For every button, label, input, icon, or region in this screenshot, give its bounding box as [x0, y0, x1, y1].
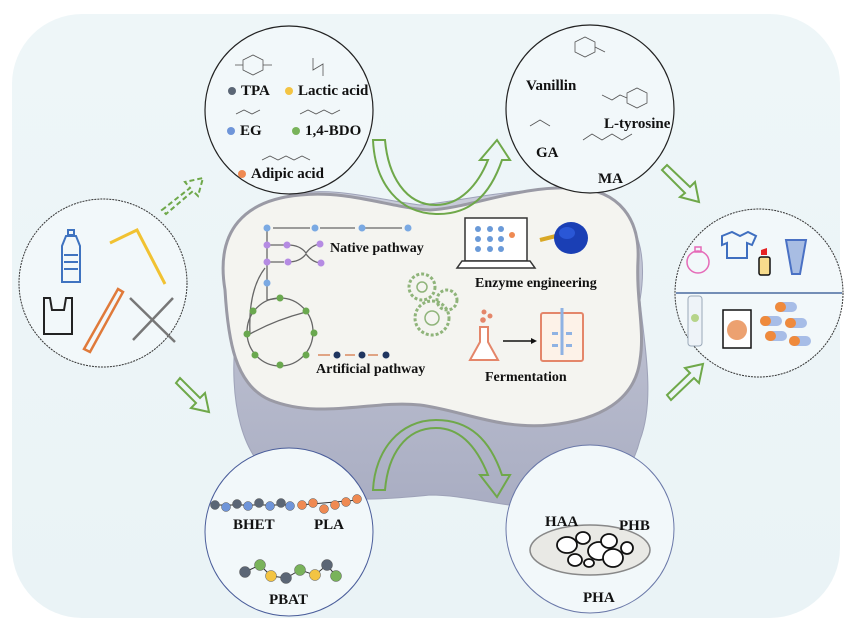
- pbat-bead: [265, 570, 277, 582]
- arrow-cell-to-pha: [371, 418, 512, 499]
- pha-granule-cell: [529, 524, 651, 576]
- cream-tube-icon: [784, 239, 808, 275]
- cell: [221, 186, 649, 509]
- fork-knife-icon: [129, 297, 176, 343]
- enzyme-structure-icon: [539, 222, 588, 254]
- polymers-circle: [204, 447, 374, 617]
- adipic-acid-structure: [261, 155, 311, 161]
- label-native-pathway: Native pathway: [330, 241, 424, 256]
- pbat-bead: [309, 569, 321, 581]
- bdo-dot: [292, 126, 300, 135]
- pathway-nodes: [243, 224, 412, 369]
- pla-bead: [319, 504, 329, 514]
- arrow-monomers-to-products: [371, 138, 512, 216]
- bhet-bead: [265, 501, 275, 511]
- eg-text: EG: [240, 123, 262, 139]
- arrow-pha-to-applications: [665, 362, 705, 402]
- cell-body: [221, 186, 643, 428]
- adipic-acid-text: Adipic acid: [251, 166, 324, 182]
- gears-icon: [407, 272, 459, 337]
- bdo-text: 1,4-BDO: [305, 123, 362, 139]
- tpa-text: TPA: [241, 83, 270, 99]
- eg-structure: [235, 109, 261, 115]
- laptop-icon: [455, 217, 537, 269]
- label-tpa: TPA: [228, 84, 270, 99]
- label-haa: HAA: [545, 514, 579, 530]
- products-circle: [505, 24, 675, 194]
- bhet-bead: [243, 501, 253, 511]
- bdo-structure: [299, 109, 341, 115]
- ma-structure: [582, 133, 633, 141]
- pla-bead: [352, 494, 362, 504]
- plastic-bag-icon: [43, 297, 73, 335]
- lactic-acid-structure: [312, 58, 324, 76]
- pla-bead: [341, 497, 351, 507]
- label-l-tyrosine: L-tyrosine: [604, 116, 671, 132]
- vanillin-structure: [574, 36, 606, 58]
- bhet-bead: [232, 499, 242, 509]
- perfume-icon: [686, 246, 710, 274]
- label-ga: GA: [536, 145, 559, 161]
- label-bhet: BHET: [233, 517, 275, 533]
- ga-structure: [529, 119, 551, 127]
- pbat-bead: [280, 572, 292, 584]
- native-pathway-network: [243, 224, 412, 369]
- label-bdo: 1,4-BDO: [292, 124, 361, 139]
- eg-dot: [227, 126, 235, 135]
- plastic-bottle-icon: [61, 229, 81, 283]
- bhet-bead: [276, 498, 286, 508]
- pen-icon: [82, 287, 125, 354]
- pla-bead: [297, 500, 307, 510]
- bhet-bead: [254, 498, 264, 508]
- lactic-acid-dot: [285, 86, 293, 95]
- pbat-bead: [321, 559, 333, 571]
- tpa-structure: [235, 54, 272, 76]
- t-shirt-icon: [721, 230, 758, 259]
- label-fermentation: Fermentation: [485, 370, 567, 385]
- bhet-bead: [285, 501, 295, 511]
- label-pla: PLA: [314, 517, 344, 533]
- pbat-bead: [330, 570, 342, 582]
- water-bottle-icon: [687, 295, 703, 347]
- fermentation-icon: [468, 308, 584, 362]
- label-artificial-pathway: Artificial pathway: [316, 362, 426, 377]
- pla-bead: [308, 498, 318, 508]
- l-tyrosine-structure: [601, 87, 648, 109]
- adipic-acid-dot: [238, 169, 246, 178]
- arrow-waste-to-polymers: [174, 376, 211, 414]
- bhet-bead: [221, 502, 231, 512]
- pbat-bead: [239, 566, 251, 578]
- monomers-circle: [204, 25, 374, 195]
- pla-bead: [330, 500, 340, 510]
- lipstick-icon: [758, 248, 771, 276]
- arrow-products-to-applications: [660, 163, 701, 204]
- straw-icon: [109, 228, 167, 285]
- label-pha: PHA: [583, 590, 615, 606]
- label-lactic-acid: Lactic acid: [285, 84, 368, 99]
- pbat-bead: [294, 564, 306, 576]
- label-vanillin: Vanillin: [526, 78, 577, 94]
- label-pbat: PBAT: [269, 592, 308, 608]
- lactic-acid-text: Lactic acid: [298, 83, 369, 99]
- label-ma: MA: [598, 171, 623, 187]
- tpa-dot: [228, 86, 236, 95]
- polymer-beads: [210, 494, 362, 584]
- plastic-waste-circle: [18, 198, 188, 368]
- label-enzyme-engineering: Enzyme engineering: [475, 276, 597, 291]
- bhet-bead: [210, 500, 220, 510]
- capsules-icon: [760, 302, 811, 346]
- pbat-bead: [254, 559, 266, 571]
- label-eg: EG: [227, 124, 262, 139]
- food-bag-icon: [722, 309, 752, 349]
- label-phb: PHB: [619, 518, 650, 534]
- label-adipic-acid: Adipic acid: [238, 167, 324, 182]
- arrow-waste-to-monomers: [160, 176, 205, 216]
